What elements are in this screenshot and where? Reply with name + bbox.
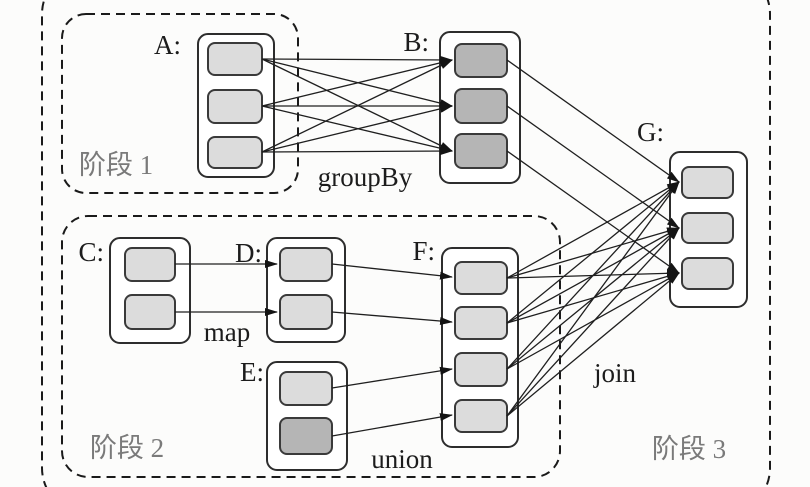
rdd-G-partition-2 <box>681 212 734 244</box>
edge-F4-G2 <box>506 227 680 417</box>
edge-F4-G1 <box>506 181 680 417</box>
rdd-E-partition-1 <box>279 371 333 406</box>
rdd-D-label: D: <box>235 238 262 268</box>
edge-A3-B2 <box>261 104 453 153</box>
rdd-C-partition-2 <box>124 294 176 330</box>
rdd-F-partition-4 <box>454 399 508 433</box>
edge-E1-F3 <box>331 366 453 389</box>
rdd-E-label: E: <box>240 357 264 387</box>
rdd-B-partition-1 <box>454 43 508 78</box>
rdd-D <box>266 237 346 343</box>
union-label: union <box>371 444 433 474</box>
rdd-D-partition-1 <box>279 247 333 282</box>
stage-2-boundary <box>61 215 561 478</box>
edge-A1-B1 <box>261 55 453 64</box>
edge-D2-F2 <box>331 311 453 325</box>
groupby-edges <box>261 55 453 156</box>
edge-F3-G3 <box>506 272 680 370</box>
rdd-E-partition-2 <box>279 417 333 455</box>
edge-F1-G1 <box>506 181 680 279</box>
edge-F3-G1 <box>506 181 680 370</box>
rdd-A-partition-3 <box>207 136 263 169</box>
stage-1-boundary <box>61 13 299 194</box>
edge-B2-G2 <box>506 105 680 229</box>
rdd-B-partition-2 <box>454 88 508 124</box>
rdd-A <box>197 33 275 178</box>
rdd-F-partition-3 <box>454 352 508 387</box>
stage-3-boundary <box>41 0 771 487</box>
union-edges <box>331 263 453 437</box>
rdd-A-partition-2 <box>207 89 263 124</box>
rdd-G-partition-3 <box>681 257 734 290</box>
stage-2-label: 阶段 2 <box>90 433 164 463</box>
join-edges <box>506 59 680 417</box>
rdd-F-container <box>441 247 519 448</box>
edge-F2-G1 <box>506 181 680 324</box>
groupby-label: groupBy <box>318 162 413 192</box>
edge-F4-G3 <box>506 272 680 417</box>
edge-A3-B1 <box>261 59 453 153</box>
rdd-F-partition-2 <box>454 306 508 340</box>
map-label: map <box>204 317 251 347</box>
stage-1-label: 阶段 1 <box>79 150 153 180</box>
rdd-G-label: G: <box>637 117 664 147</box>
stage-3-label: 阶段 3 <box>652 434 726 464</box>
map-edges <box>175 260 278 316</box>
rdd-E <box>266 361 348 471</box>
edge-A3-B3 <box>261 147 453 156</box>
rdd-D-partition-2 <box>279 294 333 330</box>
rdd-A-label: A: <box>154 30 181 60</box>
rdd-F <box>441 247 519 448</box>
rdd-G <box>669 151 748 308</box>
rdd-G-partition-1 <box>681 166 734 199</box>
rdd-B-label: B: <box>403 27 429 57</box>
rdd-F-partition-1 <box>454 261 508 295</box>
rdd-A-partition-1 <box>207 42 263 76</box>
edge-A2-B1 <box>261 58 453 107</box>
edge-B3-G3 <box>506 150 680 274</box>
rdd-C <box>109 237 191 344</box>
rdd-B-partition-3 <box>454 133 508 169</box>
rdd-F-label: F: <box>412 236 435 266</box>
rdd-B <box>439 31 521 184</box>
rdd-C-partition-1 <box>124 247 176 282</box>
edge-D1-F1 <box>331 263 453 280</box>
rdd-C-label: C: <box>78 237 104 267</box>
edge-B1-G1 <box>506 59 680 183</box>
edge-E2-F4 <box>331 413 453 437</box>
join-label: join <box>593 358 637 388</box>
edge-A1-B3 <box>261 58 453 152</box>
